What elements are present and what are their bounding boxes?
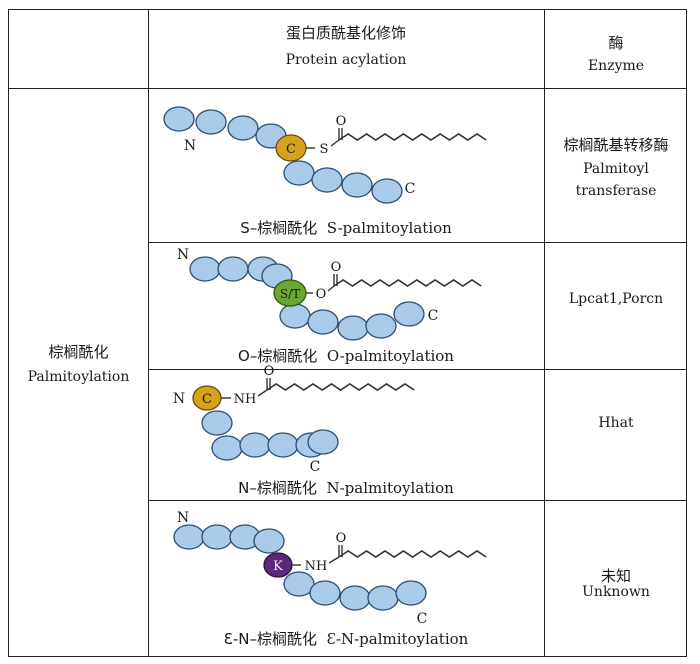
row3-residue-label: C xyxy=(202,392,212,407)
row2-n-terminus: N xyxy=(177,247,189,263)
row1-bead-c-0 xyxy=(283,160,315,186)
row3-link-bond2 xyxy=(257,389,268,397)
row4-link-atom: NH xyxy=(305,559,328,574)
caption-row4: Ɛ-N–棕榈酰化 Ɛ-N-palmitoylation xyxy=(148,628,544,649)
row1-bead-n-1 xyxy=(195,109,227,135)
row3-link-atom: NH xyxy=(234,392,257,407)
header-col3-en: Enzyme xyxy=(587,58,645,74)
caption-row2-zh: O–棕榈酰化 xyxy=(238,347,318,365)
row4-bead-n-0 xyxy=(173,524,205,550)
row1-bead-c-1 xyxy=(311,167,343,193)
row3-c-terminus: C xyxy=(310,459,321,475)
caption-row4-zh: Ɛ-N–棕榈酰化 xyxy=(223,630,318,648)
row4-bead-c-3 xyxy=(367,585,399,611)
row4-bead-c-2 xyxy=(339,585,371,611)
enzyme-row4-zh: 未知 xyxy=(600,567,631,585)
caption-row1-en: S-palmitoylation xyxy=(326,219,452,237)
enzyme-row1-en-2: transferase xyxy=(575,183,657,199)
row1-bead-n-2 xyxy=(227,115,259,141)
row1-link-bond2 xyxy=(330,139,340,147)
row1-bead-c-3 xyxy=(371,178,403,204)
caption-row1: S–棕榈酰化 S-palmitoylation xyxy=(148,217,544,238)
row3-n-terminus: N xyxy=(173,391,185,407)
enzyme-row1-zh: 棕榈酰基转移酶 xyxy=(563,136,669,154)
caption-row2: O–棕榈酰化 O-palmitoylation xyxy=(148,345,544,366)
row1-link-atom: S xyxy=(320,142,329,157)
row4-residue-label: K xyxy=(273,559,283,574)
row3-carbonyl-o-label: O xyxy=(264,364,275,379)
enzyme-row1-en-1: Palmitoyl xyxy=(583,161,649,177)
caption-row3-zh: N–棕榈酰化 xyxy=(238,479,317,497)
row2-bead-c-2 xyxy=(337,315,369,341)
header-col2-zh: 蛋白质酰基化修饰 xyxy=(285,24,406,42)
row-divider-1 xyxy=(148,242,686,243)
row3-palmitate-chain xyxy=(266,383,415,391)
row4-n-terminus: N xyxy=(177,510,189,526)
caption-row2-en: O-palmitoylation xyxy=(326,347,454,365)
caption-row4-en: Ɛ-N-palmitoylation xyxy=(326,630,469,648)
row1-n-terminus: N xyxy=(184,138,196,154)
header-col2-en: Protein acylation xyxy=(285,52,407,68)
row1-c-terminus: C xyxy=(405,181,416,197)
column-divider-2 xyxy=(544,10,545,656)
row2-residue-label: S/T xyxy=(280,287,300,301)
row4-bead-n-1 xyxy=(201,524,233,550)
enzyme-row2: Lpcat1,Porcn xyxy=(568,291,664,307)
row2-bead-n-1 xyxy=(217,256,249,282)
row1-carbonyl-o-label: O xyxy=(336,114,347,129)
row1-palmitate-chain xyxy=(338,133,487,141)
row3-bead-2 xyxy=(239,432,271,458)
row2-bead-c-1 xyxy=(307,309,339,335)
header-divider xyxy=(9,88,686,89)
table: 蛋白质酰基化修饰 Protein acylation 酶 Enzyme 棕榈酰化… xyxy=(8,9,687,657)
row1-bead-n-0 xyxy=(163,106,195,132)
row4-bead-c-4 xyxy=(395,580,427,606)
row2-bead-c-3 xyxy=(365,313,397,339)
caption-row3: N–棕榈酰化 N-palmitoylation xyxy=(148,477,544,498)
row4-c-terminus: C xyxy=(417,611,428,627)
row4-link-bond2 xyxy=(328,556,340,564)
caption-row3-en: N-palmitoylation xyxy=(326,479,454,497)
column-divider-1 xyxy=(148,10,149,656)
row4-palmitate-chain xyxy=(338,550,487,558)
row4-bead-c-1 xyxy=(309,580,341,606)
caption-row1-zh: S–棕榈酰化 xyxy=(240,219,318,237)
row-divider-3 xyxy=(148,500,686,501)
group-label-en: Palmitoylation xyxy=(27,369,130,385)
row3-bead-3 xyxy=(267,432,299,458)
row2-bead-n-0 xyxy=(189,256,221,282)
row4-carbonyl-o-label: O xyxy=(336,531,347,546)
row2-bead-c-4 xyxy=(393,301,425,327)
row4-bead-n-3 xyxy=(253,528,285,554)
enzyme-row4-en: Unknown xyxy=(582,584,650,600)
header-col3-zh: 酶 xyxy=(608,34,624,52)
row1-bead-c-2 xyxy=(341,172,373,198)
row2-bead-c-0 xyxy=(279,303,311,329)
row1-residue-label: C xyxy=(286,142,296,157)
row3-bead-5 xyxy=(307,429,339,455)
row2-link-bond2 xyxy=(327,285,335,292)
row-divider-2 xyxy=(148,369,686,370)
row2-link-atom: O xyxy=(316,287,327,302)
row3-bead-0 xyxy=(201,410,233,436)
group-label-zh: 棕榈酰化 xyxy=(48,343,109,361)
enzyme-row3: Hhat xyxy=(598,415,634,431)
row3-bead-1 xyxy=(211,435,243,461)
row2-palmitate-chain xyxy=(333,279,482,287)
row2-carbonyl-o-label: O xyxy=(331,260,342,275)
row2-c-terminus: C xyxy=(428,308,439,324)
